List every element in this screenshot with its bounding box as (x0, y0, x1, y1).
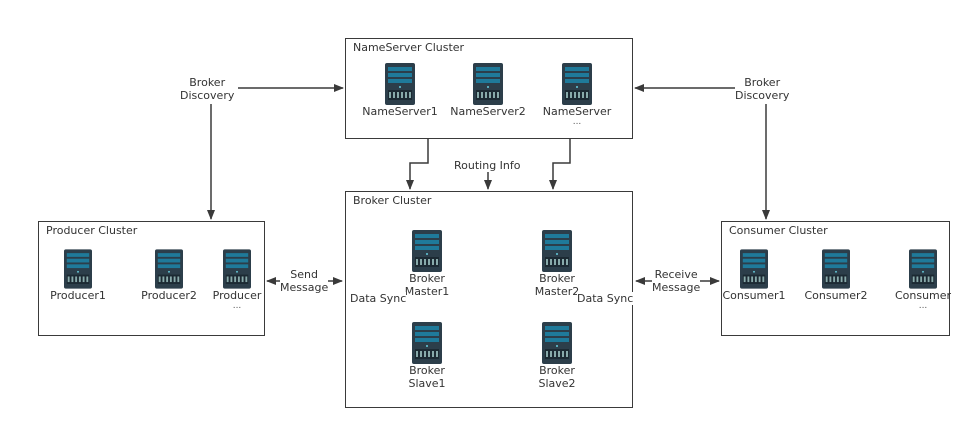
broker-discovery-left-label: Broker Discovery (180, 76, 235, 102)
server-icon (473, 63, 503, 105)
routing-info-label: Routing Info (454, 159, 521, 172)
producer-cluster-box: Producer Cluster Producer1 Producer2 Pro… (38, 221, 265, 336)
consumer-node: Consumer1 (714, 249, 794, 302)
broker-master1-node: Broker Master1 (382, 230, 472, 298)
receive-message-label: Receive Message (652, 268, 701, 294)
nameserver-label: NameServer2 (450, 105, 526, 118)
producer-label: Producer (212, 289, 262, 302)
ellipsis-label: ... (232, 301, 242, 311)
producer-node: Producer1 (38, 249, 118, 302)
consumer-cluster-box: Consumer Cluster Consumer1 Consumer2 Con… (721, 221, 951, 336)
ellipsis-label: ... (572, 117, 582, 127)
producer-label: Producer1 (50, 289, 106, 302)
broker-master2-node: Broker Master2 (512, 230, 602, 298)
server-icon (64, 249, 92, 289)
broker-slave1-label: Broker Slave1 (408, 364, 446, 390)
nameserver-node: NameServer ... (532, 63, 622, 127)
server-icon (542, 322, 572, 364)
server-icon (385, 63, 415, 105)
consumer-node: Consumer2 (796, 249, 876, 302)
nameserver-cluster-box: NameServer Cluster NameServer1 NameServe… (345, 38, 633, 139)
nameserver-label: NameServer1 (362, 105, 438, 118)
broker-slave1-node: Broker Slave1 (382, 322, 472, 390)
server-icon (155, 249, 183, 289)
producer-node: Producer2 (129, 249, 209, 302)
producer-cluster-title: Producer Cluster (46, 224, 138, 237)
server-icon (822, 249, 850, 289)
server-icon (223, 249, 251, 289)
data-sync-right-label: Data Sync (577, 292, 634, 305)
producer-label: Producer2 (141, 289, 197, 302)
broker-slave2-node: Broker Slave2 (512, 322, 602, 390)
server-icon (909, 249, 937, 289)
nameserver-node: NameServer1 (355, 63, 445, 118)
producer-node: Producer ... (197, 249, 277, 311)
broker-discovery-right-label: Broker Discovery (735, 76, 790, 102)
nameserver-cluster-title: NameServer Cluster (353, 41, 465, 54)
nameserver-broker-left-arrow (406, 130, 432, 190)
nameserver-broker-right-arrow (549, 130, 574, 190)
send-message-label: Send Message (280, 268, 329, 294)
broker-slave2-label: Broker Slave2 (538, 364, 576, 390)
nameserver-label: NameServer (542, 105, 612, 118)
broker-cluster-title: Broker Cluster (353, 194, 432, 207)
consumer-cluster-title: Consumer Cluster (729, 224, 828, 237)
server-icon (412, 230, 442, 272)
consumer-label: Consumer (894, 289, 952, 302)
ellipsis-label: ... (918, 301, 928, 311)
consumer-node: Consumer ... (883, 249, 963, 311)
server-icon (542, 230, 572, 272)
broker-master1-label: Broker Master1 (404, 272, 450, 298)
server-icon (412, 322, 442, 364)
server-icon (740, 249, 768, 289)
broker-master2-label: Broker Master2 (534, 272, 580, 298)
consumer-label: Consumer2 (804, 289, 868, 302)
server-icon (562, 63, 592, 105)
data-sync-left-label: Data Sync (350, 292, 407, 305)
nameserver-node: NameServer2 (443, 63, 533, 118)
consumer-label: Consumer1 (722, 289, 786, 302)
